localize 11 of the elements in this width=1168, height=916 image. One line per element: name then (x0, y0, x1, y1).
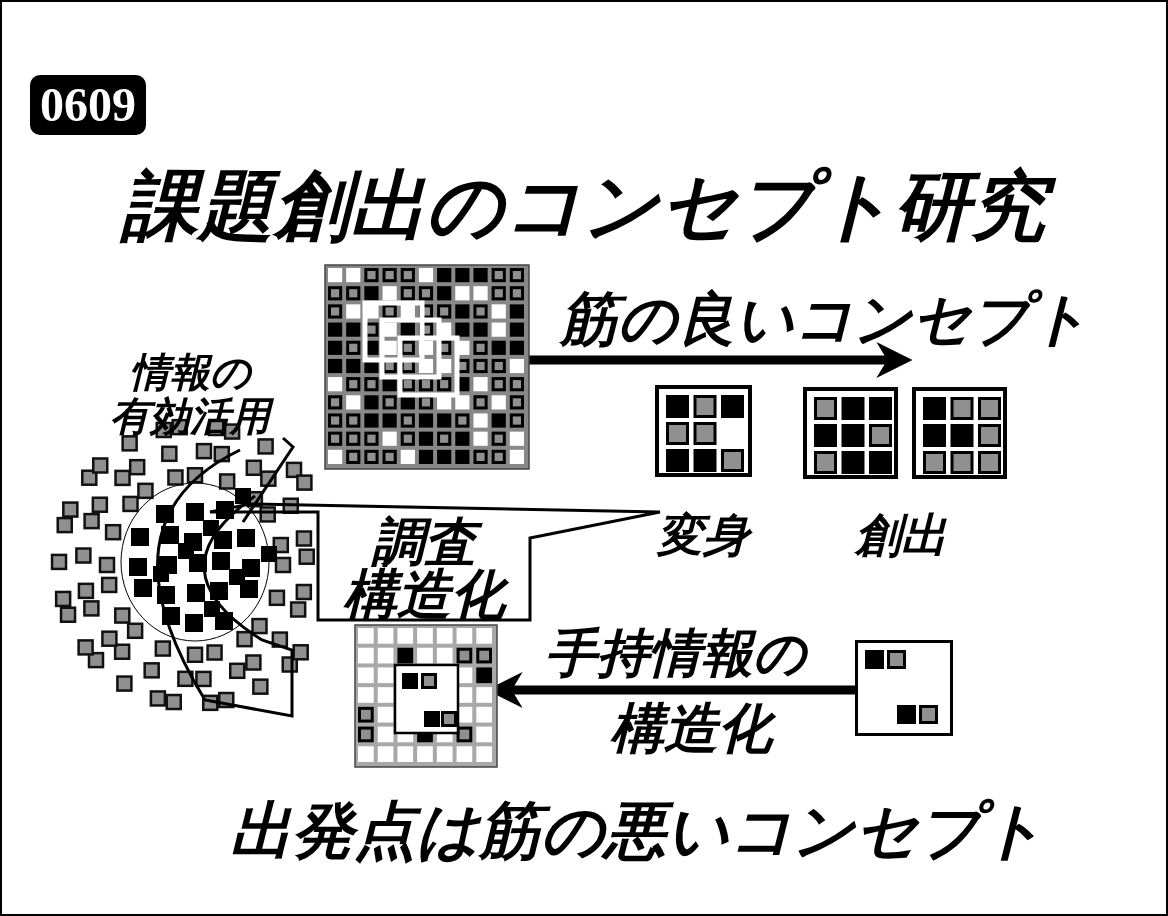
grid-caption: 創出 (855, 512, 947, 558)
leader-line (241, 436, 295, 523)
callout-text: 調査 (318, 516, 530, 568)
subtitle: 出発点は筋の悪いコンセプト (230, 800, 1044, 862)
arrow-label: 筋の良いコンセプト (560, 290, 1089, 348)
callout-text: 情報の (128, 350, 253, 394)
number-badge: 0609 (30, 75, 146, 135)
arrow-label: 手持情報の (545, 627, 806, 679)
callout-text: 構造化 (318, 568, 530, 622)
title: 課題創出のコンセプト研究 (0, 168, 1168, 244)
arrow (529, 342, 913, 378)
